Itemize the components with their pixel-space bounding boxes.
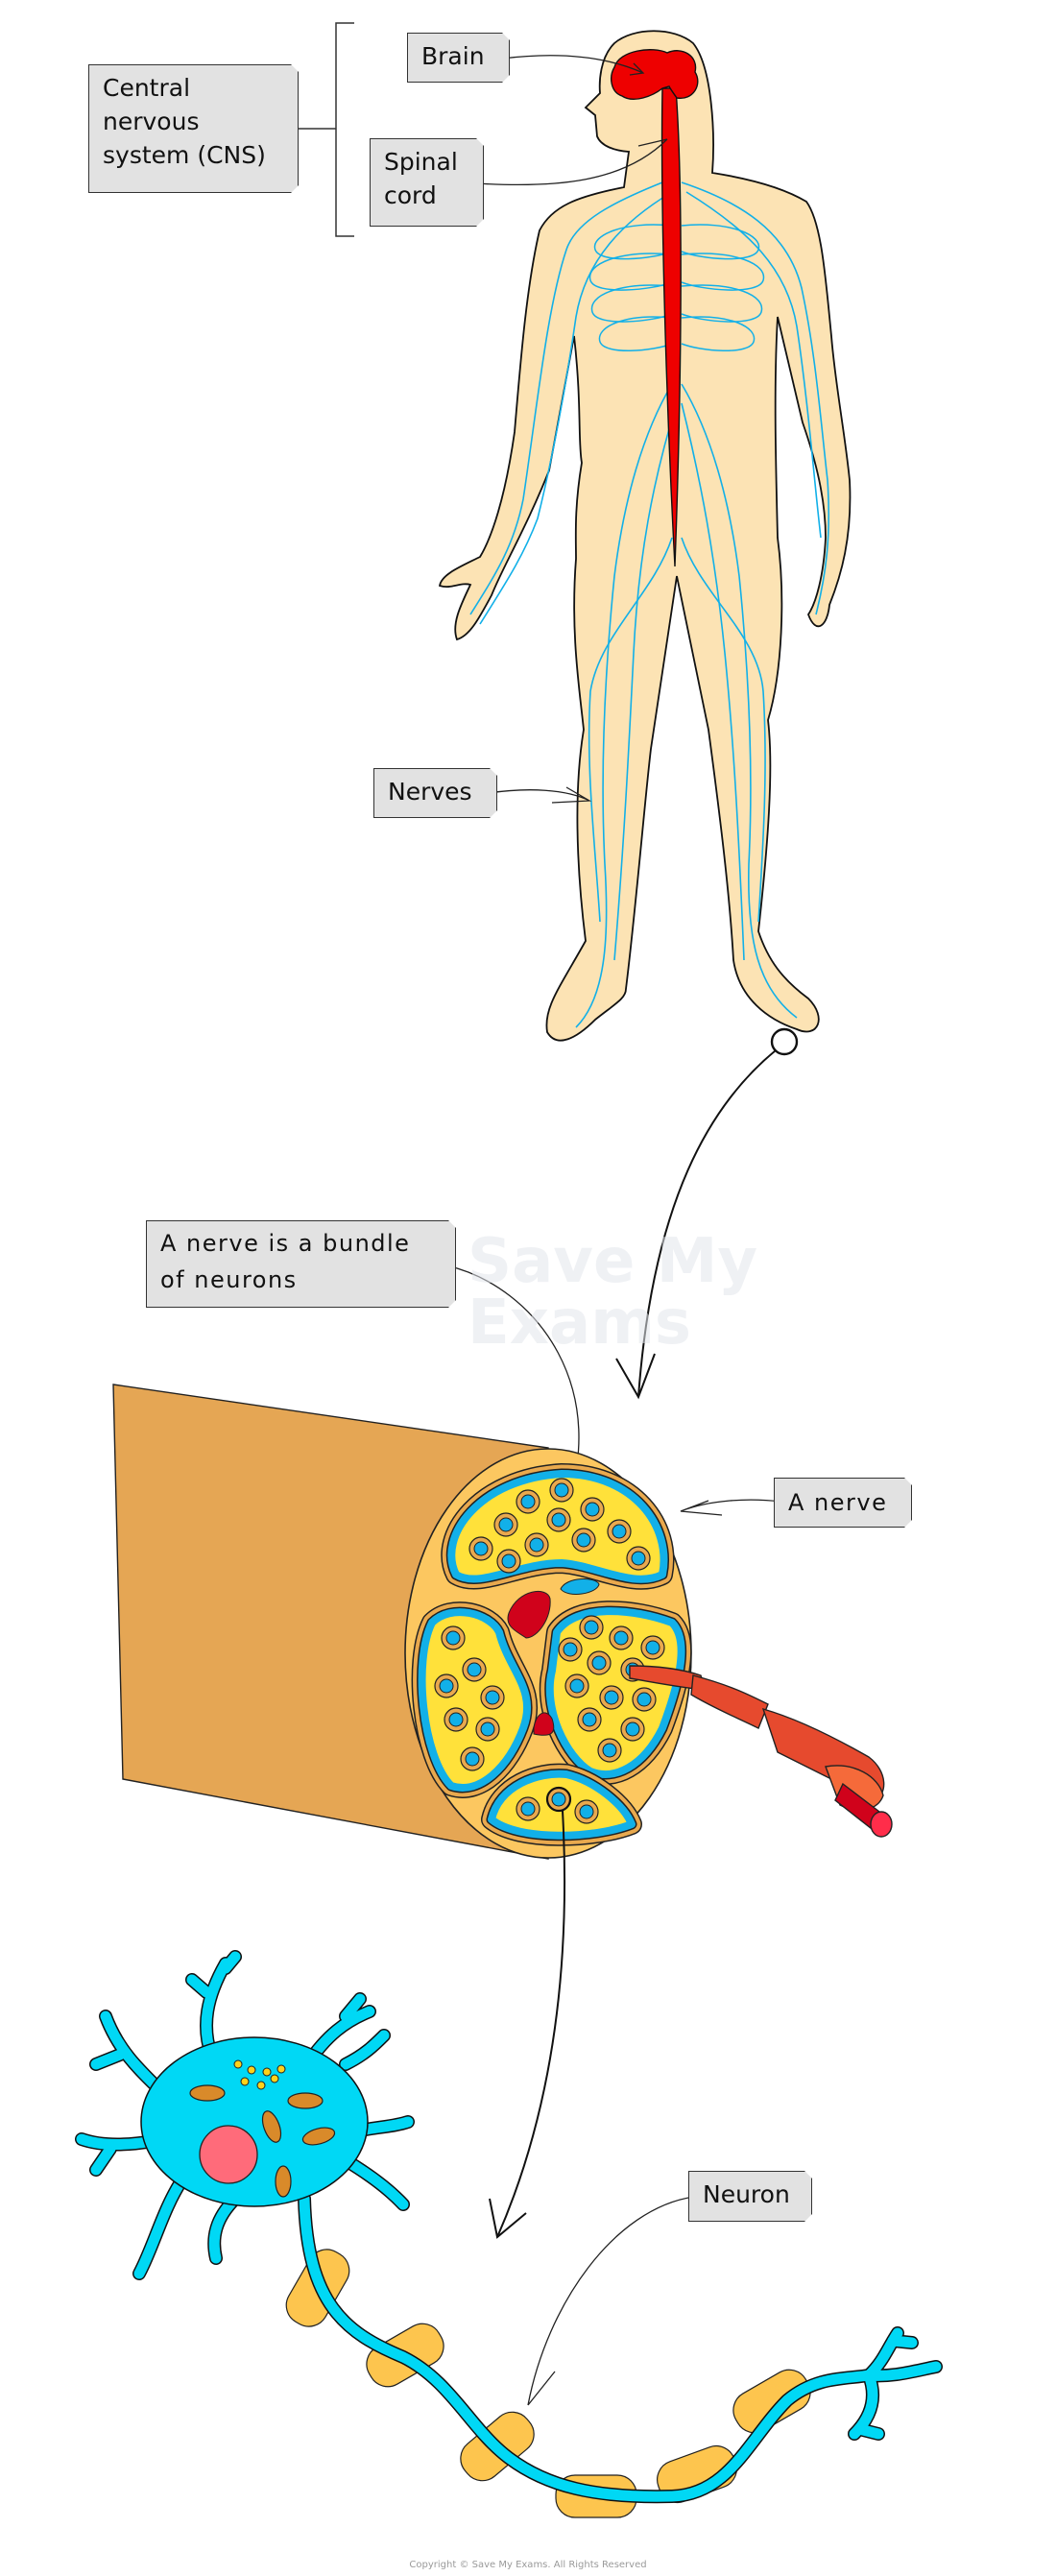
label-bundle: A nerve is a bundle of neurons [146,1220,456,1308]
axon-core [582,1712,597,1727]
peripheral-nerves [469,181,830,1028]
spinal-cord [660,87,682,567]
axon-cross-sections [434,1478,665,1824]
watermark-line2: Exams [468,1288,691,1359]
cns-bracket [291,22,354,237]
axon-core [584,1620,599,1635]
axon-core [602,1743,617,1758]
foot-to-nerve-arrow [615,1049,777,1400]
axon-core [631,1551,646,1566]
axon-core [551,1792,566,1807]
protruding-axon [629,1665,893,1838]
axon-core [480,1721,495,1737]
foot-highlight-circle [770,1027,799,1056]
spinal-cord-leader [475,138,668,186]
label-a-nerve: A nerve [774,1478,912,1528]
watermark-line1: Save My [468,1226,758,1297]
axon-core [625,1721,640,1737]
label-neuron: Neuron [688,2171,812,2222]
axon-core [529,1537,544,1553]
axon-core [591,1655,607,1671]
neuron [75,1950,943,2518]
label-spinal-cord: Spinal cord [370,138,484,227]
dendrite [208,2193,241,2264]
copyright: Copyright © Save My Exams. All Rights Re… [409,2560,647,2570]
dendrite [133,2174,188,2279]
axon-terminal [849,2327,942,2440]
cell-body-fill [143,2039,366,2204]
nerves-leader [488,786,592,804]
axon-core [520,1494,536,1509]
label-brain: Brain [407,33,510,83]
axon-core [520,1801,536,1817]
blood-vessel-small [560,1578,600,1595]
vesicles [233,2059,286,2090]
fascicle [418,1608,532,1792]
axon-core [585,1502,600,1517]
axon-core [445,1630,461,1646]
axon [299,2193,875,2502]
axon-core [498,1517,514,1532]
axon-core [554,1482,569,1498]
rib-nerves [588,224,765,351]
axon-core [448,1712,464,1727]
axon-core [604,1690,619,1705]
axon-core [579,1804,594,1819]
bottom-highlight-circle [545,1786,572,1813]
neuron-leader [527,2196,695,2406]
nucleus [199,2125,258,2184]
axon-core [467,1662,482,1677]
axon-core [439,1678,454,1694]
axon-core [473,1541,489,1556]
watermark-logo: Save My Exams [468,1231,757,1354]
axon-core [501,1553,516,1569]
label-cns: Central nervous system (CNS) [88,64,299,193]
a-nerve-leader [680,1499,782,1516]
axon-core [551,1512,566,1528]
axon-core [612,1524,627,1539]
axon-core [485,1690,500,1705]
axon-core [613,1630,629,1646]
fascicles [411,1463,692,1846]
mitochondria [189,2084,336,2198]
blood-vessel [533,1712,555,1736]
axon-core [569,1678,585,1694]
brain-leader [501,55,645,76]
label-nerves: Nerves [373,768,497,818]
blood-vessel [507,1591,551,1639]
axon-core [636,1692,652,1707]
axon-core [563,1642,578,1657]
brain [611,49,699,100]
axon-core [465,1751,480,1767]
axon-core [645,1640,660,1655]
axon-core [576,1532,591,1548]
nerve-to-neuron-arrow [489,1810,566,2239]
